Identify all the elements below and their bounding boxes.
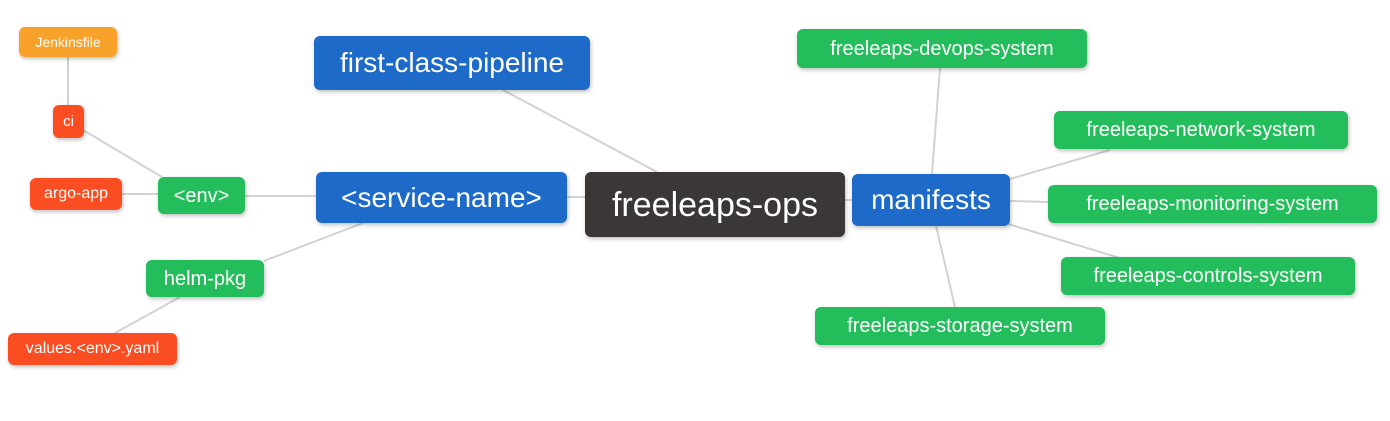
node-service-name[interactable]: <service-name>: [316, 172, 567, 223]
node-freeleaps-storage-system[interactable]: freeleaps-storage-system: [815, 307, 1105, 345]
node-freeleaps-ops[interactable]: freeleaps-ops: [585, 172, 845, 237]
node-manifests[interactable]: manifests: [852, 174, 1010, 226]
edge-manifests-devops: [931, 67, 941, 175]
node-helm-pkg[interactable]: helm-pkg: [146, 260, 264, 297]
edge-pipeline-freeleaps-ops: [502, 89, 658, 173]
edge-helm-pkg-service-name: [263, 222, 364, 262]
edge-manifests-controls: [1007, 223, 1121, 259]
edge-manifests-monitoring: [1009, 200, 1049, 203]
node-first-class-pipeline[interactable]: first-class-pipeline: [314, 36, 590, 90]
edge-manifests-network: [1009, 149, 1111, 180]
edge-ci-env: [82, 129, 163, 178]
edge-values-helm-pkg: [114, 296, 181, 334]
node-freeleaps-network-system[interactable]: freeleaps-network-system: [1054, 111, 1348, 149]
node-freeleaps-controls-system[interactable]: freeleaps-controls-system: [1061, 257, 1355, 295]
edge-manifests-storage: [935, 225, 956, 308]
node-jenkinsfile[interactable]: Jenkinsfile: [19, 27, 117, 57]
node-argo-app[interactable]: argo-app: [30, 178, 122, 210]
node-freeleaps-devops-system[interactable]: freeleaps-devops-system: [797, 29, 1087, 68]
node-ci[interactable]: ci: [53, 105, 84, 138]
node-values-env-yaml[interactable]: values.<env>.yaml: [8, 333, 177, 365]
node-env[interactable]: <env>: [158, 177, 245, 214]
node-freeleaps-monitoring-system[interactable]: freeleaps-monitoring-system: [1048, 185, 1377, 223]
